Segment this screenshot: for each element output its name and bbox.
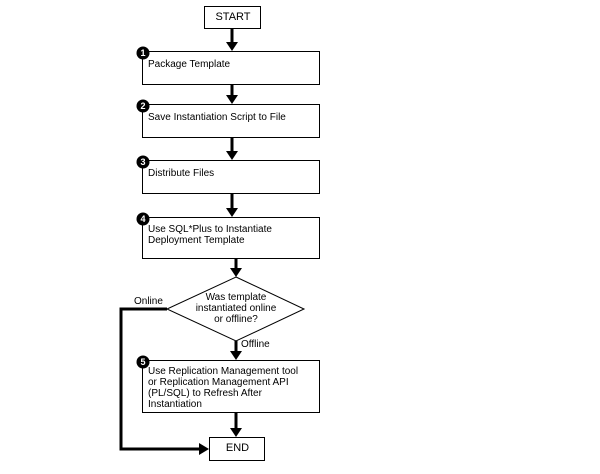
step4-number: 4 bbox=[140, 213, 146, 224]
offline-branch-label: Offline bbox=[241, 339, 270, 350]
end-label: END bbox=[225, 442, 250, 454]
step4-number-circle bbox=[136, 212, 150, 226]
end-box bbox=[209, 437, 265, 461]
step2-number: 2 bbox=[140, 100, 146, 111]
step2-number-circle bbox=[136, 99, 150, 113]
start-box bbox=[204, 6, 261, 29]
arrowhead-step1-step2 bbox=[226, 95, 238, 104]
step2-label: Save Instantiation Script to File bbox=[148, 112, 286, 123]
step1-box bbox=[142, 51, 320, 85]
step2-box bbox=[142, 104, 320, 138]
step3-number-circle bbox=[136, 155, 150, 169]
step3-label: Distribute Files bbox=[148, 168, 215, 179]
arrowhead-step5-end bbox=[230, 428, 242, 437]
step4-box bbox=[142, 217, 320, 259]
arrowhead-step4-decision bbox=[230, 268, 242, 277]
arrowhead-start-step1 bbox=[226, 42, 238, 51]
step5-label: Use Replication Management tool or Repli… bbox=[148, 366, 299, 410]
step1-number-circle bbox=[136, 46, 150, 60]
arrowhead-step3-step4 bbox=[226, 208, 238, 217]
arrowhead-decision-step5 bbox=[230, 351, 242, 360]
start-label: START bbox=[215, 11, 251, 23]
arrowhead-step2-step3 bbox=[226, 151, 238, 160]
connector-online-branch bbox=[119, 307, 201, 451]
step3-box bbox=[142, 160, 320, 194]
step5-box bbox=[142, 360, 320, 413]
step5-number: 5 bbox=[140, 356, 146, 367]
online-branch-label: Online bbox=[134, 296, 163, 307]
decision-label: Was template instantiated online or offl… bbox=[195, 292, 277, 325]
step4-label: Use SQL*Plus to Instantiate Deployment T… bbox=[148, 224, 272, 246]
arrowhead-online-end bbox=[199, 443, 209, 455]
step1-number: 1 bbox=[140, 47, 146, 58]
step3-number: 3 bbox=[140, 156, 146, 167]
step1-label: Package Template bbox=[148, 59, 231, 70]
step5-number-circle bbox=[136, 355, 150, 369]
